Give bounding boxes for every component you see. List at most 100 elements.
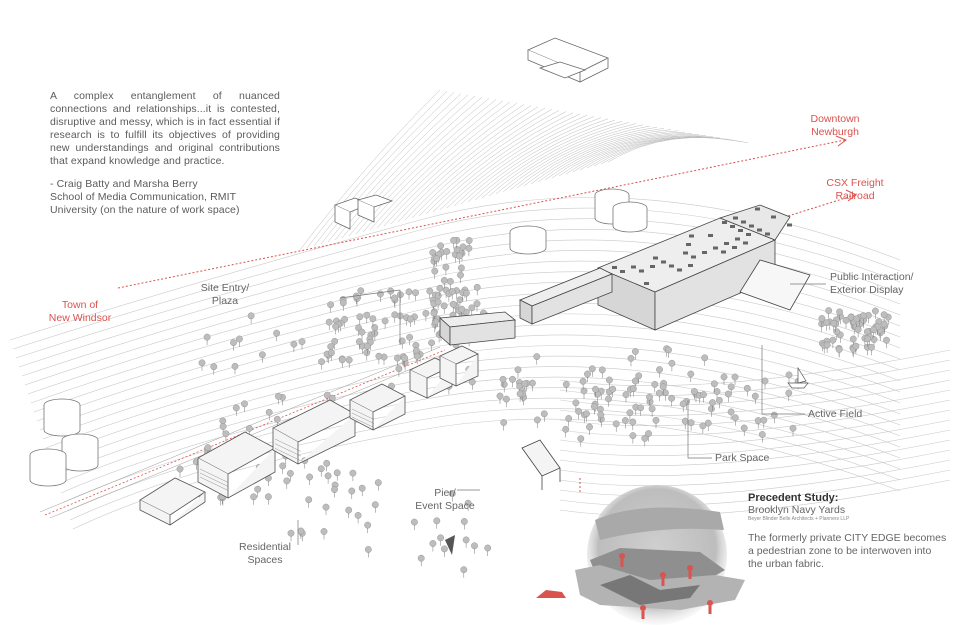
contour-line: [559, 469, 951, 506]
label-new-windsor: Town of New Windsor: [35, 299, 125, 325]
tree: [690, 388, 698, 395]
tree: [588, 365, 596, 373]
roof-module: [677, 268, 682, 272]
tree: [355, 338, 363, 345]
tree: [333, 469, 341, 477]
tree: [440, 545, 448, 553]
tree: [258, 351, 266, 359]
tree: [849, 335, 857, 343]
hillside-line: [397, 106, 539, 223]
window-row: [351, 412, 375, 424]
tree: [230, 339, 237, 346]
tree: [473, 300, 481, 307]
hillside-line: [313, 92, 455, 247]
tree: [434, 292, 442, 299]
tree: [655, 389, 663, 397]
tree: [363, 342, 371, 350]
tree: [462, 536, 470, 544]
hillside-line: [383, 104, 525, 227]
tree: [443, 248, 451, 255]
tree: [429, 540, 437, 547]
tree: [651, 380, 659, 388]
window-row: [274, 438, 302, 452]
roof-module: [688, 264, 693, 267]
tree: [325, 318, 333, 326]
tree: [836, 308, 843, 316]
contour-line: [559, 389, 951, 426]
tree: [761, 377, 769, 385]
tree: [371, 501, 379, 509]
tree: [210, 363, 218, 371]
label-public-interaction: Public Interaction/ Exterior Display: [830, 271, 950, 297]
tree: [436, 284, 444, 292]
tree: [410, 518, 418, 526]
tree: [720, 373, 728, 381]
tree: [371, 324, 379, 331]
roof-module: [702, 251, 707, 254]
tree: [709, 399, 716, 406]
tree: [232, 404, 240, 412]
tree: [219, 423, 227, 430]
hillside-hatch: [299, 89, 749, 251]
tree: [668, 359, 676, 367]
tree: [529, 379, 536, 387]
tree: [381, 317, 389, 325]
label-csx-railroad: CSX Freight Railroad: [815, 177, 895, 203]
precedent-name: Brooklyn Navy Yards: [748, 504, 846, 516]
label-line: CSX Freight: [826, 177, 884, 189]
leader-lines: [297, 283, 826, 545]
arrow-heads: [835, 135, 857, 202]
hillside-line: [369, 101, 511, 231]
roof-module: [661, 260, 666, 264]
roof-modules: [612, 207, 792, 285]
tree: [825, 307, 833, 314]
tree: [358, 328, 366, 336]
tree: [609, 385, 617, 393]
tree: [265, 408, 273, 416]
tree: [724, 390, 732, 398]
pier: [521, 439, 561, 490]
tree: [457, 264, 465, 272]
tree: [760, 416, 768, 424]
tree: [562, 380, 570, 388]
roof-module: [749, 224, 754, 228]
contour-line: [559, 409, 951, 446]
tree: [433, 255, 441, 263]
precedent-title: Precedent Study:: [748, 492, 839, 504]
hillside-line: [551, 132, 693, 179]
hillside-line: [460, 117, 602, 205]
tree: [176, 465, 184, 473]
tree: [450, 236, 457, 244]
tree: [204, 444, 212, 451]
tree: [835, 346, 843, 353]
tree: [572, 399, 580, 407]
tree: [364, 521, 372, 529]
tree: [465, 244, 473, 252]
label-line: Plaza: [211, 295, 239, 307]
tree: [830, 319, 838, 327]
tree: [203, 333, 211, 341]
hillside-line: [579, 136, 721, 171]
hillside-line: [446, 114, 588, 209]
tree: [521, 380, 529, 388]
tree: [583, 410, 590, 418]
tree: [868, 343, 875, 351]
tree: [854, 326, 862, 333]
tree: [743, 384, 751, 392]
tree: [406, 333, 413, 341]
tree: [290, 340, 298, 348]
tree: [449, 300, 457, 308]
tree: [627, 354, 635, 362]
tree: [458, 305, 466, 313]
tree: [339, 299, 347, 307]
topography-contours: [9, 197, 951, 530]
tree: [317, 465, 325, 473]
tree: [864, 335, 871, 343]
roof-module: [691, 255, 696, 259]
contour-line: [559, 419, 951, 456]
tree: [324, 472, 332, 480]
quote-text: A complex entanglement of nuanced connec…: [50, 90, 280, 167]
tree: [637, 404, 644, 412]
hillside-line: [425, 111, 567, 215]
tree: [880, 320, 888, 328]
